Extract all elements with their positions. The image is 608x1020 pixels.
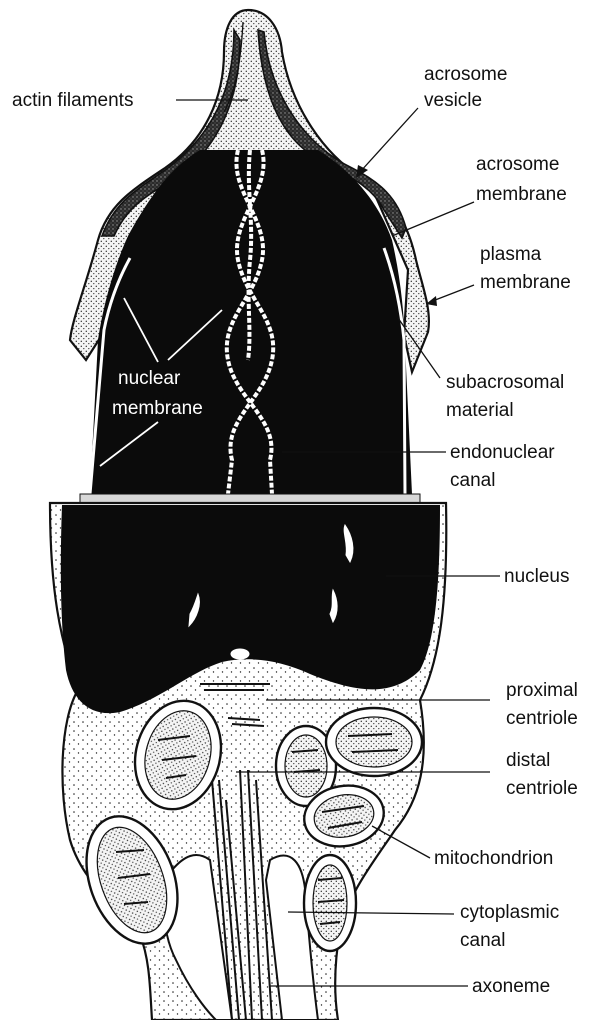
leader-acrosome-vesicle bbox=[360, 108, 418, 172]
mitochondrion-right-lower bbox=[304, 855, 356, 951]
section-divider bbox=[80, 494, 420, 503]
leader-plasma-membrane bbox=[430, 285, 474, 302]
label-endonuclear-canal-2: canal bbox=[450, 470, 495, 491]
label-proximal-centriole-2: centriole bbox=[506, 708, 578, 729]
label-nuclear-membrane-1: nuclear bbox=[118, 368, 181, 389]
label-distal-centriole-2: centriole bbox=[506, 778, 578, 799]
leader-acrosome-membrane bbox=[392, 202, 474, 236]
label-acrosome-membrane-1: acrosome bbox=[476, 154, 559, 175]
label-plasma-membrane-2: membrane bbox=[480, 272, 571, 293]
label-acrosome-vesicle-2: vesicle bbox=[424, 90, 482, 111]
mitochondrion-right-upper bbox=[326, 708, 422, 776]
label-actin-filaments: actin filaments bbox=[12, 90, 133, 111]
label-proximal-centriole-1: proximal bbox=[506, 680, 578, 701]
label-nuclear-membrane-2: membrane bbox=[112, 398, 203, 419]
label-axoneme: axoneme bbox=[472, 976, 550, 997]
label-subacrosomal-material-1: subacrosomal bbox=[446, 372, 564, 393]
label-subacrosomal-material-2: material bbox=[446, 400, 514, 421]
label-cytoplasmic-canal-1: cytoplasmic bbox=[460, 902, 559, 923]
label-mitochondrion: mitochondrion bbox=[434, 848, 553, 869]
label-acrosome-vesicle-1: acrosome bbox=[424, 64, 507, 85]
label-endonuclear-canal-1: endonuclear bbox=[450, 442, 555, 463]
label-nucleus: nucleus bbox=[504, 566, 570, 587]
label-cytoplasmic-canal-2: canal bbox=[460, 930, 505, 951]
label-plasma-membrane-1: plasma bbox=[480, 244, 542, 265]
label-acrosome-membrane-2: membrane bbox=[476, 184, 567, 205]
label-distal-centriole-1: distal bbox=[506, 750, 550, 771]
